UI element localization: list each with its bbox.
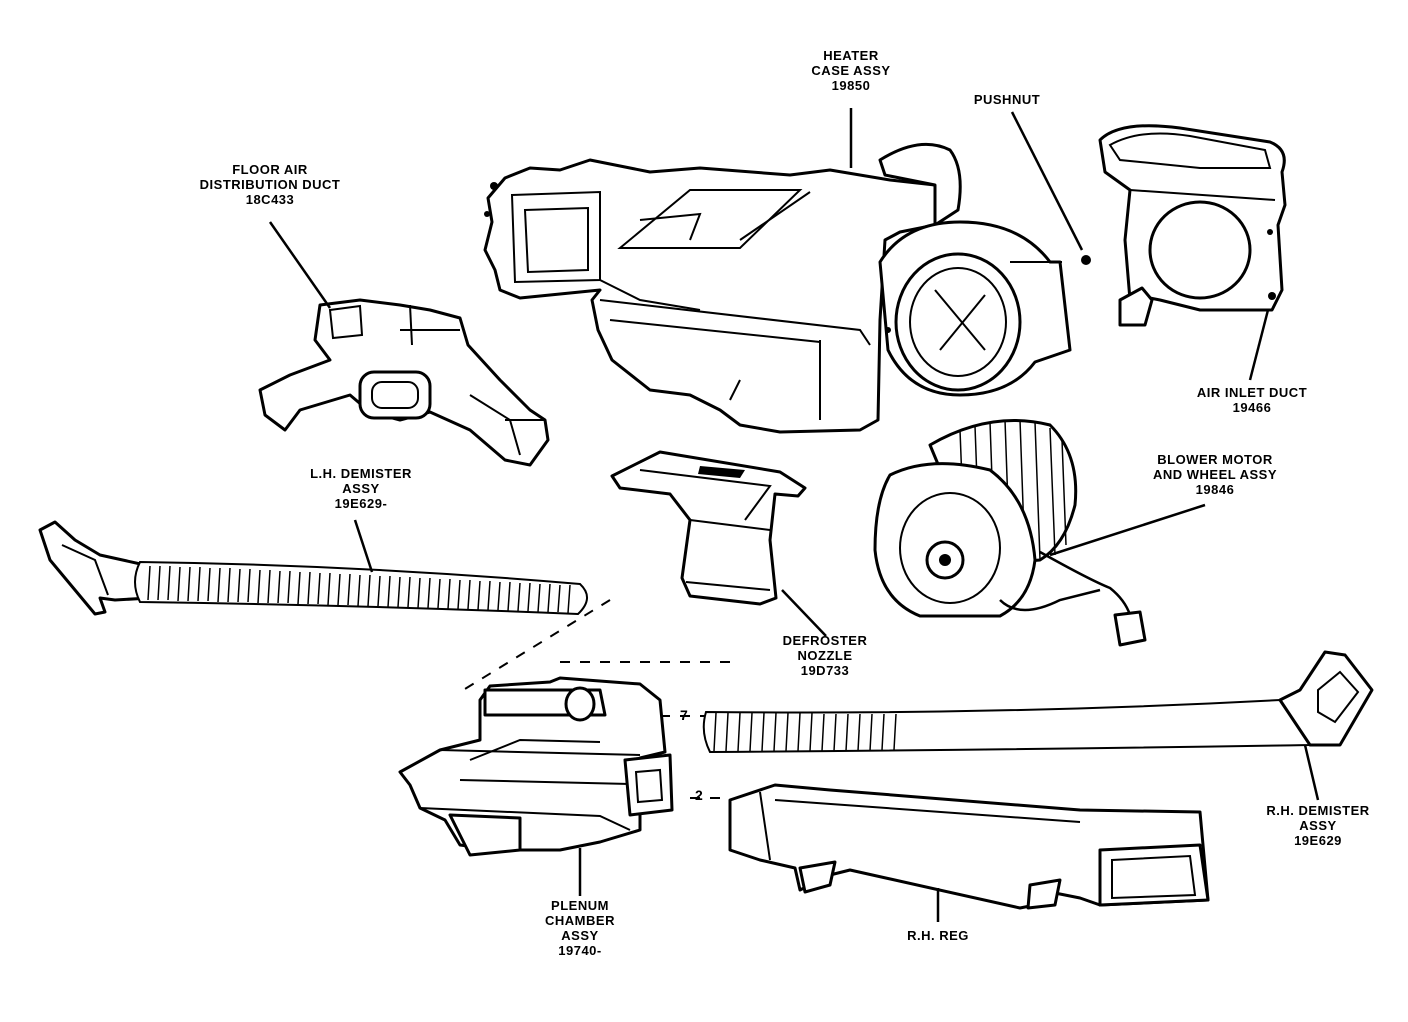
- callout-2: 2: [695, 787, 703, 803]
- blower-motor-label: BLOWER MOTOR AND WHEEL ASSY 19846: [1152, 452, 1277, 497]
- floor-air-duct-leader: [268, 221, 332, 309]
- rh-demister-leader: [1303, 744, 1320, 801]
- plenum-chamber-label: PLENUM CHAMBER ASSY 19740-: [545, 898, 615, 958]
- air-inlet-duct-leader: [1248, 309, 1270, 381]
- floor-air-duct-label: FLOOR AIR DISTRIBUTION DUCT 18C433: [199, 162, 341, 207]
- heater-case-label: HEATER CASE ASSY 19850: [811, 48, 891, 93]
- pushnut-leader: [1010, 111, 1084, 251]
- rh-reg-duct: [728, 783, 1210, 910]
- defroster-nozzle-leader: [781, 589, 827, 637]
- blower-motor-leader: [1049, 503, 1206, 557]
- heater-case-assembly: [483, 142, 962, 434]
- floor-air-distribution-duct: [258, 298, 550, 467]
- defroster-nozzle-label: DEFROSTER NOZZLE 19D733: [782, 633, 868, 678]
- defroster-nozzle: [610, 450, 807, 606]
- lh-demister-leader: [353, 519, 374, 573]
- pushnut-label: PUSHNUT: [973, 92, 1041, 107]
- air-inlet-duct-label: AIR INLET DUCT 19466: [1196, 385, 1308, 415]
- callout-7: 7: [680, 707, 688, 723]
- assembly-dash-left: [459, 599, 611, 693]
- blower-housing: [878, 220, 1091, 397]
- rh-demister-label: R.H. DEMISTER ASSY 19E629: [1266, 803, 1370, 848]
- air-inlet-duct: [1098, 124, 1287, 327]
- plenum-chamber-assembly: [398, 676, 674, 857]
- blower-motor-wheel-assembly: [873, 419, 1147, 647]
- lh-demister-label: L.H. DEMISTER ASSY 19E629-: [310, 466, 412, 511]
- rh-reg-label: R.H. REG: [907, 928, 969, 943]
- lh-demister-assembly: [38, 520, 588, 616]
- rh-demister-assembly: [702, 650, 1374, 754]
